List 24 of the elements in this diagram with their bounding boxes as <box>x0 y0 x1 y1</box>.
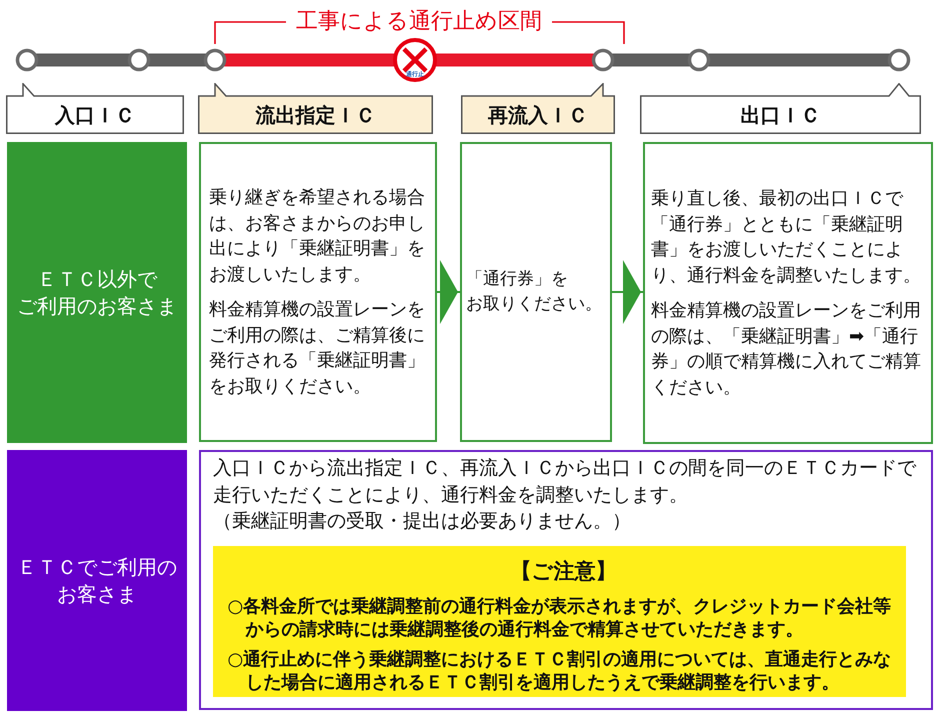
instruction-text: 料金精算機の設置レーンをご利用の際は、「乗継証明書」➡「通行券」の順で精算機に入れてご精算ください。 <box>651 299 922 400</box>
section-label: 工事による通行止め区間 <box>295 8 543 36</box>
step-box <box>199 142 437 442</box>
row-header: ＥＴＣでご利用のお客さま <box>7 450 187 711</box>
step-box <box>460 142 612 442</box>
instruction-text: 乗り直し後、最初の出口ＩＣで「通行券」とともに「乗継証明書」をお渡しいただくことにより、通行料金を調整いたします。 <box>651 187 922 288</box>
notice-item: ○各料金所では乗継調整前の通行料金が表示されますが、クレジットカード会社等からの請求時には乗継調整後の通行料金で精算させていただきます。 <box>228 594 892 642</box>
chevron-arrow <box>437 260 460 324</box>
notice-box <box>212 546 906 696</box>
instruction-text: 乗り継ぎを希望される場合は、お客さまからのお申し出により「乗継証明書」をお渡しいたします。 <box>209 186 426 286</box>
notice-heading: 【ご注意】 <box>510 558 618 584</box>
info-panel <box>199 450 933 710</box>
notice-item: ○通行止めに伴う乗継調整におけるＥＴＣ割引の適用については、直通走行とみなした場合に適用されるＥＴＣ割引を適用したうえで乗継調整を行います。 <box>228 648 892 694</box>
callout-label: 再流入ＩＣ <box>461 83 615 134</box>
instruction-text: 「通行券」をお取りください。 <box>466 268 603 316</box>
row-header: ＥＴＣ以外でご利用のお客さま <box>7 142 187 443</box>
instruction-text: 料金精算機の設置レーンをご利用の際は、ご精算後に発行される「乗継証明書」をお取りください。 <box>209 298 426 398</box>
info-text: 入口ＩＣから流出指定ＩＣ、再流入ＩＣから出口ＩＣの間を同一のＥＴＣカードで走行いただくことにより、通行料金を調整いたします。 <box>213 456 918 508</box>
step-box <box>643 142 933 444</box>
callout-label: 流出指定ＩＣ <box>198 83 433 134</box>
chevron-arrow <box>612 260 643 324</box>
callout-label: 入口ＩＣ <box>6 83 184 134</box>
callout-label: 出口ＩＣ <box>640 83 921 134</box>
info-text: （乗継証明書の受取・提出は必要ありません。） <box>213 509 632 534</box>
